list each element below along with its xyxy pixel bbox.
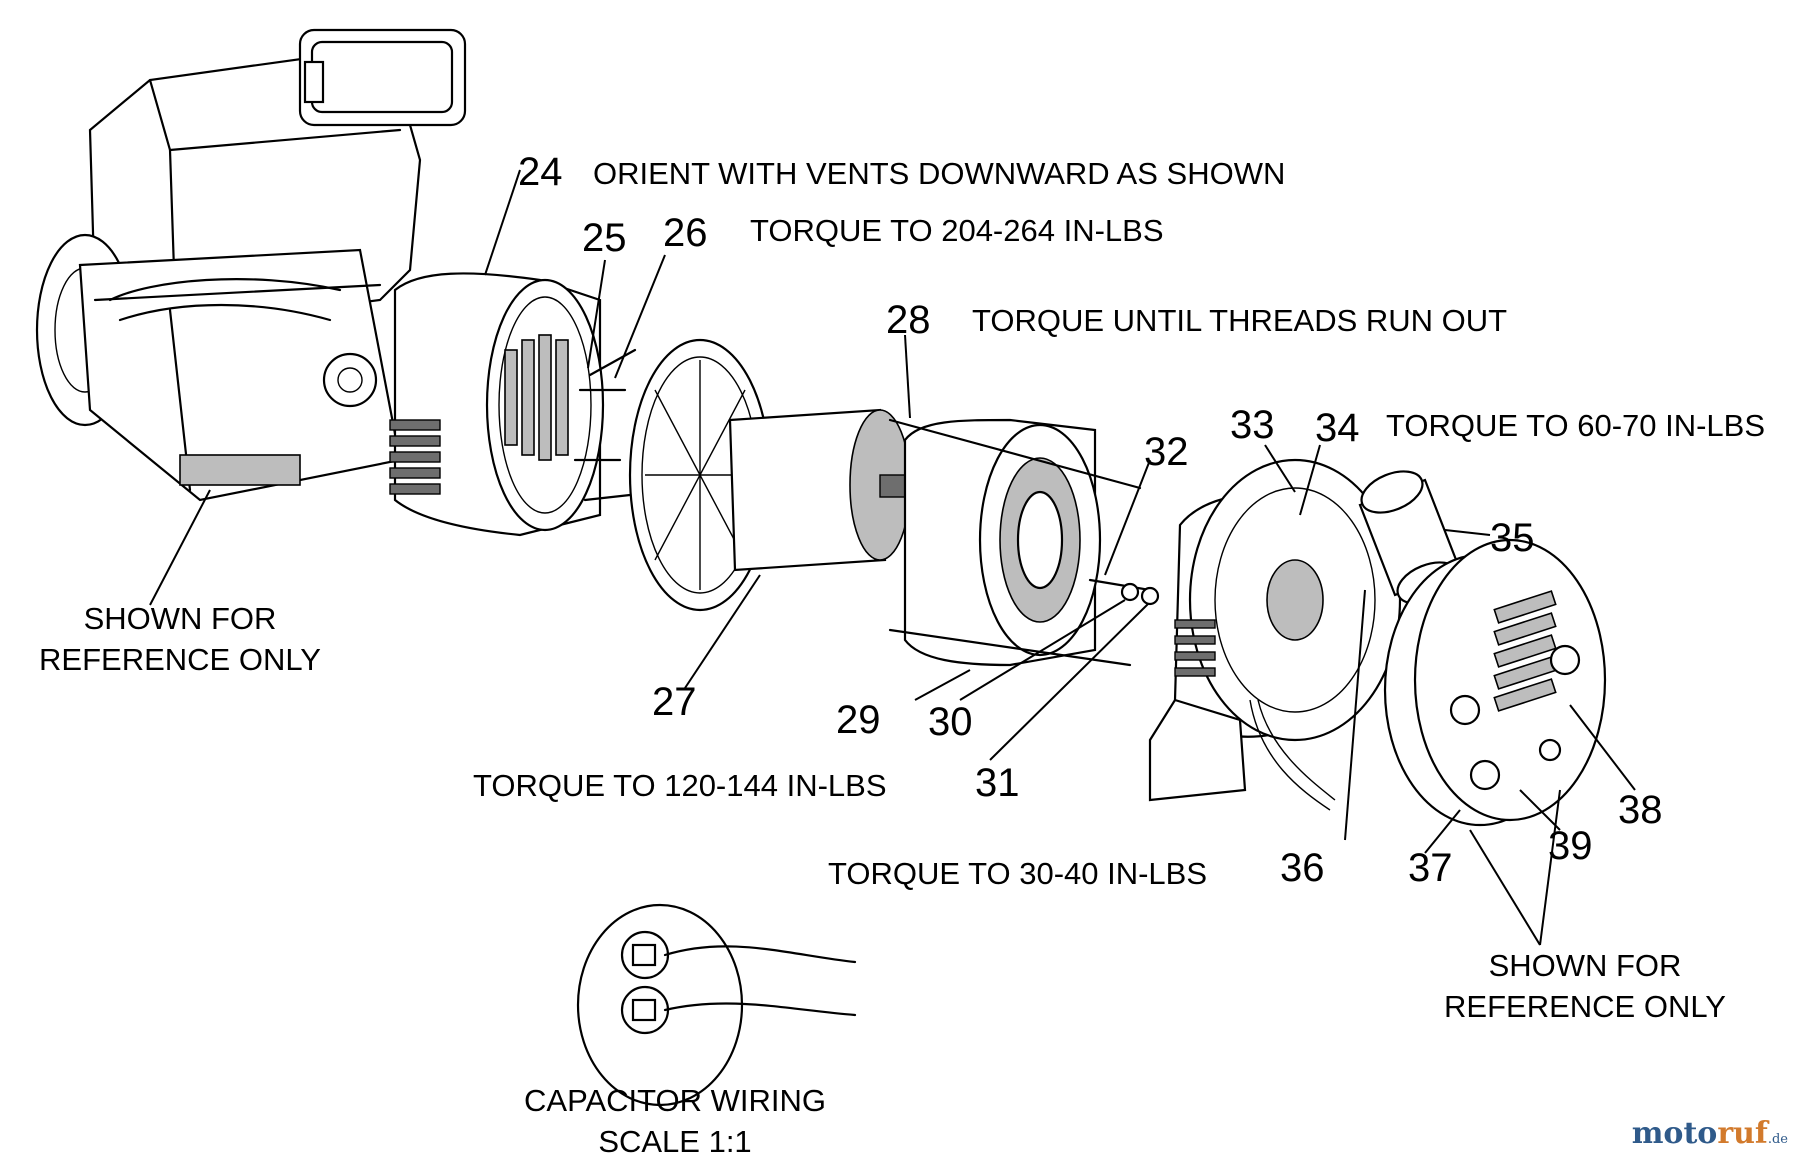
reference-right-line1: SHOWN FOR: [1488, 948, 1682, 983]
note-torque-120: TORQUE TO 120-144 IN-LBS: [473, 768, 887, 803]
reference-note-left: SHOWN FOR REFERENCE ONLY: [20, 598, 340, 680]
part-36-wiring: [1249, 589, 1366, 841]
callout-31: 31: [975, 761, 1020, 805]
callout-28: 28: [886, 298, 931, 342]
callout-25: 25: [582, 216, 627, 260]
capacitor-wiring-inset: [576, 903, 857, 1107]
callout-38: 38: [1618, 788, 1663, 832]
callout-39: 39: [1548, 824, 1593, 868]
reference-left-line2: REFERENCE ONLY: [39, 642, 321, 677]
note-orient: ORIENT WITH VENTS DOWNWARD AS SHOWN: [593, 156, 1286, 191]
part-33-end-housing: [1148, 444, 1402, 802]
note-torque-threads: TORQUE UNTIL THREADS RUN OUT: [972, 303, 1508, 338]
part-28-through-bolts: [888, 334, 1152, 667]
reference-note-right: SHOWN FOR REFERENCE ONLY: [1425, 945, 1745, 1027]
engine-reference-drawing: [35, 28, 467, 606]
reference-left-line1: SHOWN FOR: [83, 601, 277, 636]
capacitor-caption-line2: SCALE 1:1: [598, 1124, 752, 1159]
watermark-part3: .de: [1767, 1132, 1788, 1147]
callout-35: 35: [1490, 516, 1535, 560]
parts-37-38-39-control-panel: [1383, 538, 1636, 946]
callout-33: 33: [1230, 403, 1275, 447]
reference-right-line2: REFERENCE ONLY: [1444, 989, 1726, 1024]
callout-26: 26: [663, 211, 708, 255]
parts-30-31-32-hardware: [959, 459, 1160, 761]
callout-27: 27: [652, 680, 697, 724]
part-29-stator: [903, 418, 1102, 701]
capacitor-caption-line1: CAPACITOR WIRING: [524, 1083, 826, 1118]
watermark-part2: ruf: [1717, 1116, 1768, 1151]
callout-36: 36: [1280, 846, 1325, 890]
part-27-fan-rotor: [628, 338, 941, 689]
watermark-logo: motoruf.de: [1632, 1116, 1788, 1151]
watermark-part1: moto: [1631, 1116, 1718, 1151]
callout-37: 37: [1408, 846, 1453, 890]
callout-24: 24: [518, 150, 563, 194]
callout-32: 32: [1144, 430, 1189, 474]
capacitor-caption: CAPACITOR WIRING SCALE 1:1: [495, 1080, 855, 1162]
callout-30: 30: [928, 700, 973, 744]
note-torque-60: TORQUE TO 60-70 IN-LBS: [1386, 408, 1766, 443]
part-24-end-bell: [389, 169, 605, 537]
note-torque-204: TORQUE TO 204-264 IN-LBS: [750, 213, 1164, 248]
parts-25-26-bolts: [573, 254, 666, 502]
note-torque-30: TORQUE TO 30-40 IN-LBS: [828, 856, 1208, 891]
callout-29: 29: [836, 698, 881, 742]
callout-34: 34: [1315, 406, 1360, 450]
